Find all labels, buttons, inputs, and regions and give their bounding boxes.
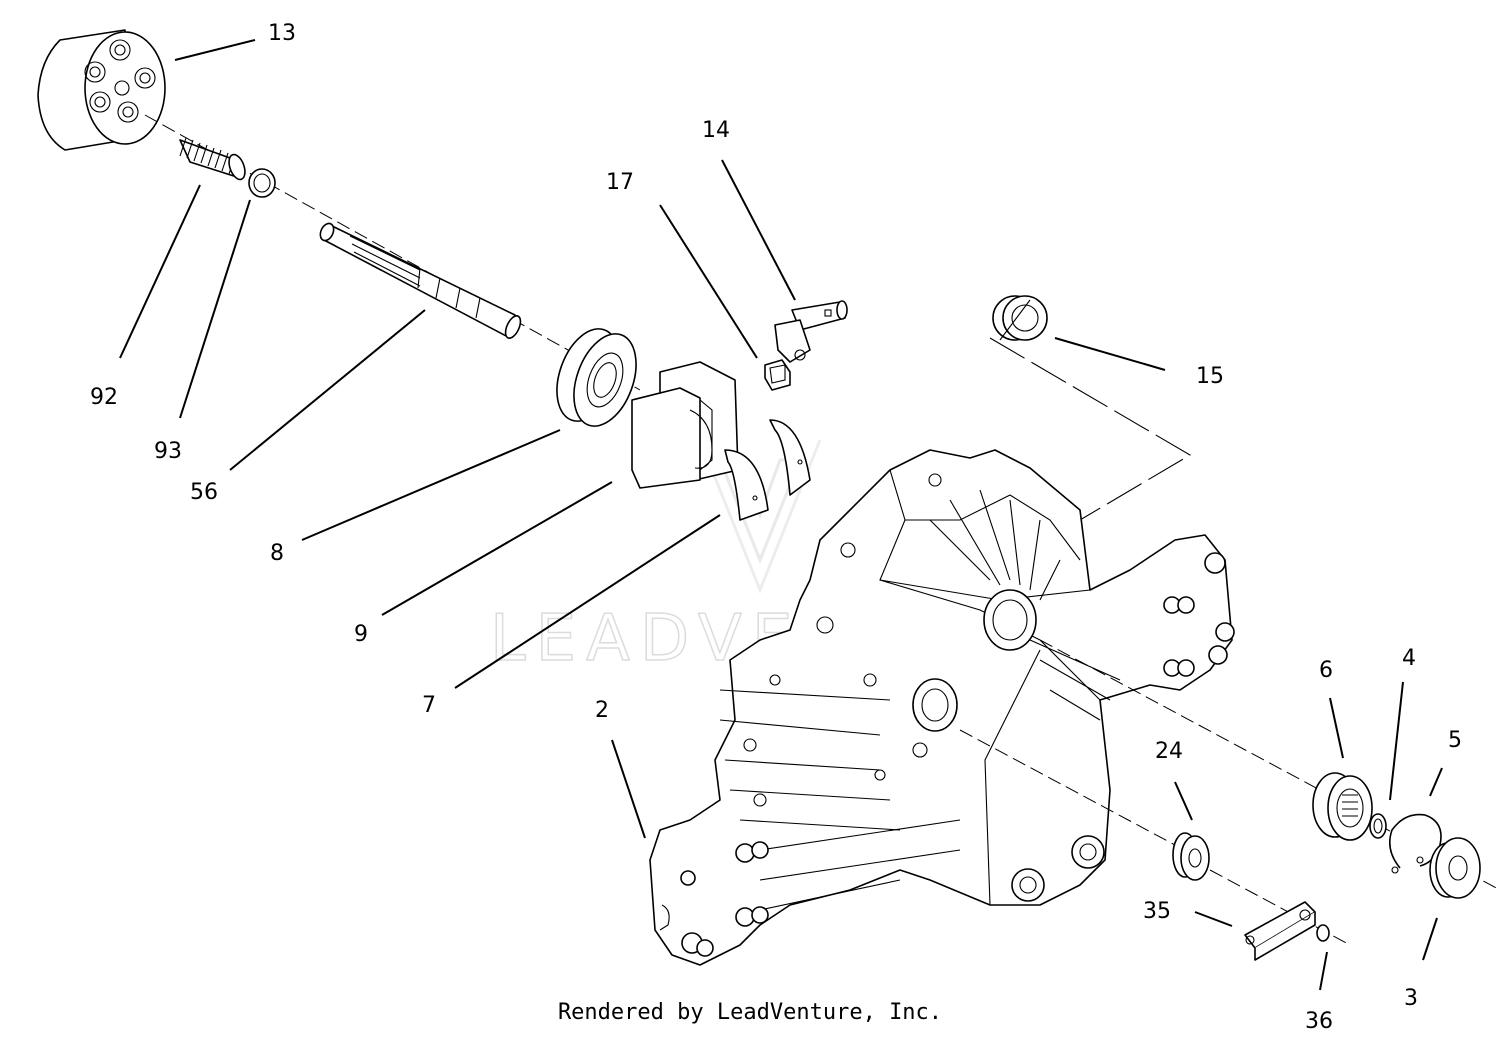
callout-3: 3 [1404, 986, 1418, 1011]
part-3-seal [1429, 837, 1481, 899]
part-93-washer [248, 168, 276, 198]
callout-93: 93 [154, 439, 182, 464]
part-13-cylinder-block [37, 29, 166, 151]
callout-14: 14 [702, 118, 730, 143]
part-24-washer [1172, 832, 1210, 881]
part-92-spring [179, 137, 246, 181]
part-9-swashplate [631, 361, 739, 489]
part-15-axis-line [989, 337, 1192, 521]
callout-56: 56 [190, 480, 218, 505]
callout-13: 13 [268, 21, 296, 46]
part-7-bearing-shells [724, 419, 811, 521]
axle-axis-line [1039, 639, 1321, 791]
callout-2: 2 [595, 698, 609, 723]
callout-6: 6 [1319, 658, 1333, 683]
part-2-housing [649, 449, 1235, 966]
leader-lines [119, 39, 1443, 991]
part-4-retaining-ring [1369, 813, 1387, 839]
render-credit: Rendered by LeadVenture, Inc. [557, 1000, 943, 1025]
callout-35: 35 [1143, 899, 1171, 924]
callout-15: 15 [1196, 364, 1224, 389]
callout-7: 7 [422, 693, 436, 718]
callout-24: 24 [1155, 739, 1183, 764]
part-35-link-plate [1244, 901, 1316, 961]
part-36-clip [1316, 924, 1330, 942]
part-56-shaft [319, 222, 522, 339]
callout-labels: 13 92 93 56 17 14 15 8 9 7 2 24 6 4 5 35… [90, 21, 1462, 1034]
part-8-bearing [556, 328, 637, 427]
shaft-axis-line [144, 114, 641, 391]
callout-36: 36 [1305, 1009, 1333, 1034]
part-6-bearing [1312, 772, 1373, 841]
shaft-35-axis-line [959, 729, 1176, 846]
callout-17: 17 [606, 170, 634, 195]
callout-92: 92 [90, 385, 118, 410]
part-14-control-shaft [774, 300, 848, 363]
callout-8: 8 [270, 541, 284, 566]
callout-4: 4 [1402, 646, 1416, 671]
callout-5: 5 [1448, 728, 1462, 753]
callout-9: 9 [354, 622, 368, 647]
part-15-bearing [992, 295, 1048, 341]
part-17-block [764, 359, 791, 391]
